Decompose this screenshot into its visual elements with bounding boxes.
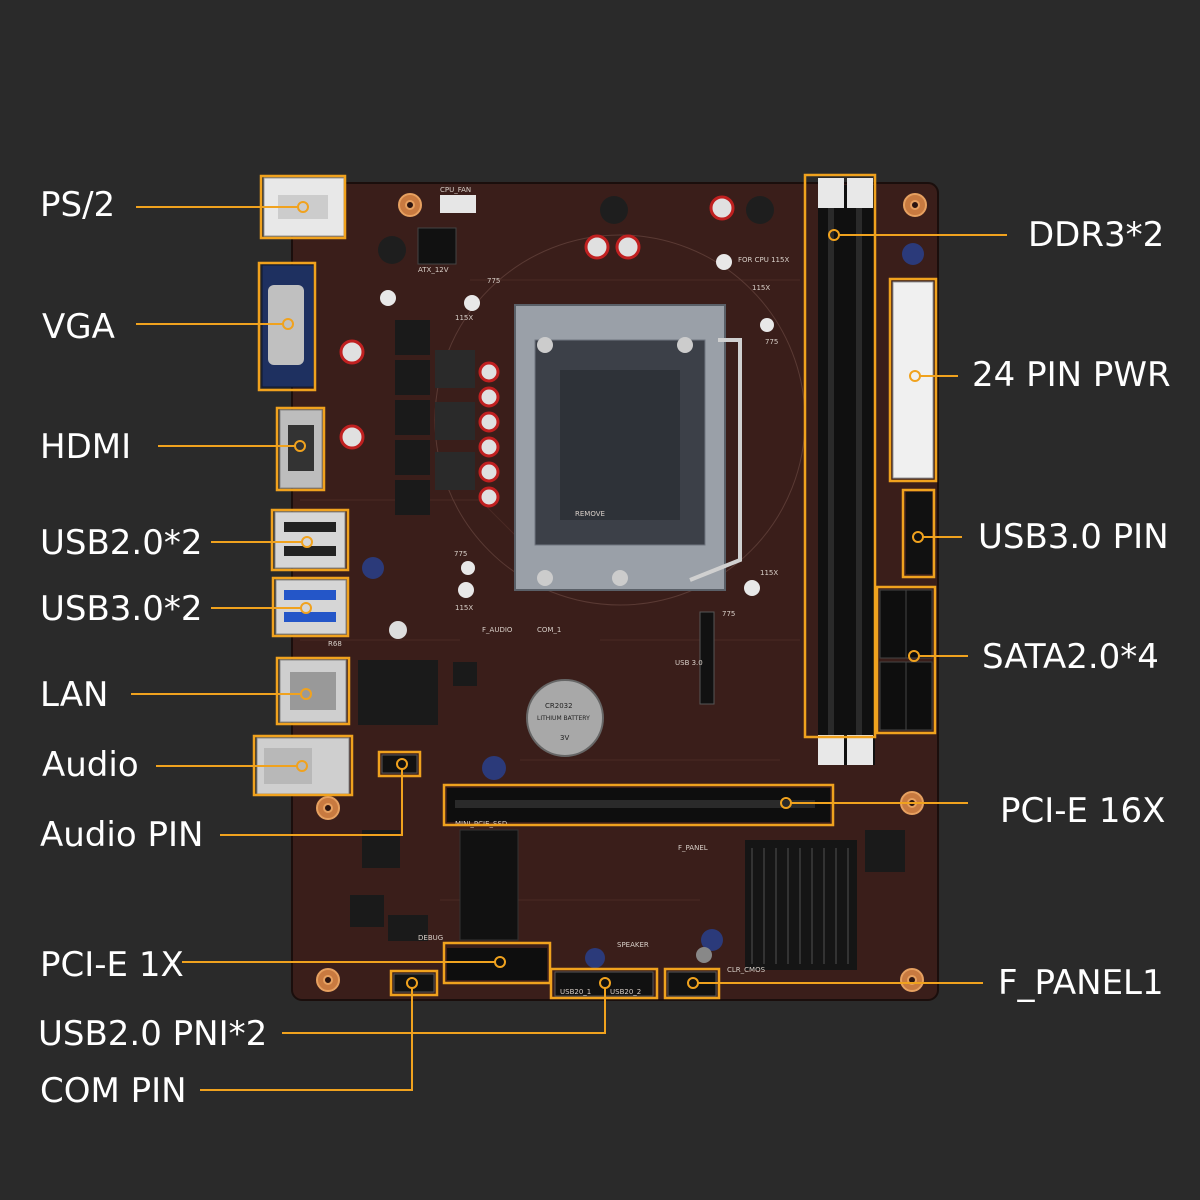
hdmi-box [275,406,326,492]
silk-debug: DEBUG [418,934,443,942]
label-usb20x2: USB2.0*2 [40,523,203,563]
silk-115x-b: 115X [752,284,770,292]
usb20x2-box [270,508,350,572]
label-usb30-pin: USB3.0 PIN [978,517,1169,557]
label-pcie1x: PCI-E 1X [40,945,184,985]
silk-f-audio: F_AUDIO [482,626,513,634]
pcie16x-box [442,783,835,827]
cpu-fan-header [440,195,476,213]
label-hdmi: HDMI [40,427,132,467]
vrm-components: CPU_FAN FOR CPU 115X ATX_12V 775 115X 11… [339,186,789,618]
battery-text-3: 3V [560,734,569,742]
silk-f-panel: F_PANEL [678,844,708,852]
label-audio-pin: Audio PIN [40,815,204,855]
label-com-pin: COM PIN [40,1071,187,1111]
silk-115x-c: 115X [455,604,473,612]
atx12v-text: ATX_12V [418,266,449,274]
mount-hole [316,796,340,820]
label-lan: LAN [40,675,109,715]
com-box [389,969,439,997]
silk-clr-cmos: CLR_CMOS [727,966,766,974]
misc-chips [350,660,905,941]
label-audio: Audio [42,745,139,785]
chipset-heatsink [745,840,857,970]
for-cpu-text: FOR CPU 115X [738,256,789,264]
mount-hole [903,193,927,217]
label-usb30x2: USB3.0*2 [40,589,203,629]
silk-com1: COM_1 [537,626,561,634]
socket-remove-text: REMOVE [575,510,605,518]
silk-775-a: 775 [487,277,500,285]
label-24pin-pwr: 24 PIN PWR [972,355,1171,395]
silk-usb20-1: USB20_1 [560,988,591,996]
callout-lines [131,206,1007,1091]
pwr24-box [888,277,938,483]
sata-connectors [879,589,933,731]
silk-115x-a: 115X [455,314,473,322]
silk-775-b: 775 [765,338,778,346]
label-pcie16x: PCI-E 16X [1000,791,1166,831]
silk-775-c: 775 [454,550,467,558]
label-ps2: PS/2 [40,185,116,225]
label-vga: VGA [42,307,115,347]
usb20-ports [274,511,346,569]
sata-box [875,585,937,735]
lan-box [275,656,351,726]
label-ddr3: DDR3*2 [1028,215,1165,255]
capacitors [362,243,924,968]
silk-775-d: 775 [722,610,735,618]
pcie1x-slot [447,948,547,980]
mount-hole [316,968,340,992]
label-usb20-pin: USB2.0 PNI*2 [38,1014,268,1054]
silk-r68: R68 [328,640,342,648]
ddr3-box [803,173,877,739]
cpu-socket: REMOVE [514,304,742,591]
silk-115x-d: 115X [760,569,778,577]
battery-text-2: LITHIUM BATTERY [537,715,590,722]
label-fpanel: F_PANEL1 [998,963,1164,1003]
audiopin-box [377,750,422,778]
cpu-fan-text: CPU_FAN [440,186,471,194]
mounting-holes [316,193,927,992]
vga-box [257,261,317,392]
silk-usb20-2: USB20_2 [610,988,641,996]
label-sata: SATA2.0*4 [982,637,1159,677]
usb30pin-box [901,488,936,579]
mini-pcie-slot [459,829,519,941]
battery-text-1: CR2032 [545,702,573,710]
silk-speaker: SPEAKER [617,941,649,949]
atx12v-connector [417,227,457,265]
silk-usb3: USB 3.0 [675,659,703,667]
mount-hole [900,968,924,992]
ddr3-slots [818,178,875,765]
mount-hole [398,193,422,217]
cmos-battery: CR2032 LITHIUM BATTERY 3V [526,679,604,757]
